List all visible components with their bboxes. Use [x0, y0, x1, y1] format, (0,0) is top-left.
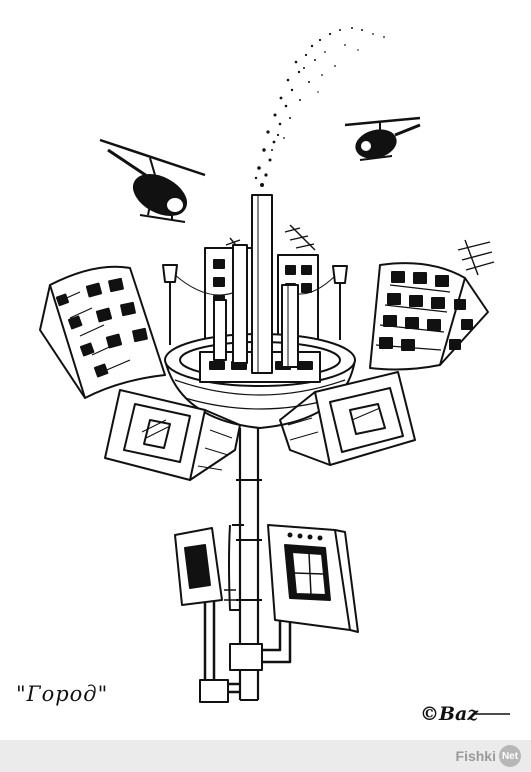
apartment-block-right [369, 262, 489, 371]
street-lamps [162, 264, 348, 345]
helicopter-left [99, 138, 206, 223]
panel-window-right [267, 524, 359, 633]
billboard-left [104, 389, 241, 481]
chimneys [213, 194, 299, 374]
apartment-block-left [39, 265, 166, 399]
watermark-logo[interactable]: Fishki Net [456, 744, 521, 768]
panel-box-left [174, 527, 223, 606]
watermark-badge: Net [499, 745, 521, 767]
smoke-plume [254, 27, 385, 187]
watermark-site: Fishki [455, 748, 496, 764]
artist-signature: ©Baz [420, 703, 479, 725]
watermark-footer: Fishki Net [0, 740, 531, 772]
billboard-right [279, 371, 416, 466]
city-illustration [39, 27, 510, 715]
helicopter-right [344, 116, 421, 161]
artwork-caption: "Город" [16, 682, 109, 706]
